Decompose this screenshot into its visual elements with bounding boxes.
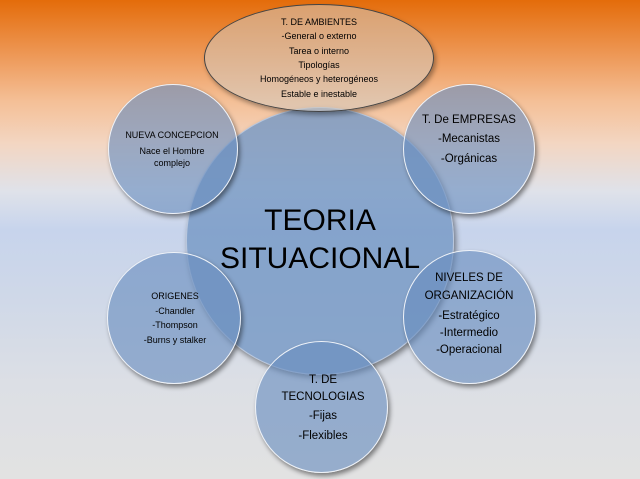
niveles-title-line-2: ORGANIZACIÓN — [424, 289, 514, 302]
origenes-title: ORIGENES — [151, 291, 199, 301]
niveles-title-line-1: NIVELES DE — [435, 272, 503, 285]
empresas-circle — [403, 84, 535, 214]
central-title: TEORIA SITUACIONAL — [186, 200, 454, 280]
tecnologias-text: T. DE TECNOLOGIAS -Fijas -Flexibles — [258, 366, 388, 450]
ambientes-item: -General o externo — [281, 31, 357, 42]
ambientes-text: T. DE AMBIENTES -General o externo Tarea… — [224, 12, 414, 104]
origenes-item: -Burns y stalker — [143, 334, 207, 345]
origenes-circle — [107, 252, 241, 384]
niveles-circle — [403, 250, 536, 384]
tecnologias-item: -Fijas — [308, 410, 338, 422]
origenes-item: -Thompson — [152, 320, 198, 330]
niveles-item: -Intermedio — [439, 327, 499, 340]
ambientes-oval — [204, 4, 434, 112]
origenes-text: ORIGENES -Chandler -Thompson -Burns y st… — [100, 283, 250, 353]
niveles-item: -Estratégico — [438, 309, 500, 322]
origenes-item: -Chandler — [155, 305, 195, 316]
empresas-text: T. De EMPRESAS -Mecanistas -Orgánicas — [404, 105, 534, 175]
ambientes-item: Estable e inestable — [280, 88, 358, 99]
niveles-text: NIVELES DE ORGANIZACIÓN -Estratégico -In… — [404, 262, 534, 368]
tecnologias-circle — [255, 341, 388, 473]
empresas-item: -Mecanistas — [438, 133, 500, 146]
nueva-concepcion-title: NUEVA CONCEPCION — [125, 130, 219, 140]
tecnologias-title-line-1: T. DE — [308, 374, 338, 386]
empresas-title: T. De EMPRESAS — [422, 113, 516, 126]
nueva-concepcion-circle — [108, 84, 238, 214]
central-title-line-2: SITUACIONAL — [219, 242, 421, 275]
niveles-item: -Operacional — [436, 344, 502, 357]
ambientes-item: Homogéneos y heterogéneos — [259, 74, 379, 85]
tecnologias-title-line-2: TECNOLOGIAS — [281, 390, 365, 403]
ambientes-item: Tipologías — [298, 60, 340, 70]
ambientes-title: T. DE AMBIENTES — [280, 17, 358, 28]
nueva-concepcion-body: Nace el Hombre complejo — [139, 146, 205, 168]
ambientes-item: Tarea o interno — [288, 45, 350, 56]
central-title-line-1: TEORIA — [264, 204, 376, 237]
nueva-concepcion-text: NUEVA CONCEPCION Nace el Hombre complejo — [108, 124, 236, 174]
empresas-item: -Orgánicas — [440, 152, 498, 165]
tecnologias-item: -Flexibles — [298, 429, 348, 442]
